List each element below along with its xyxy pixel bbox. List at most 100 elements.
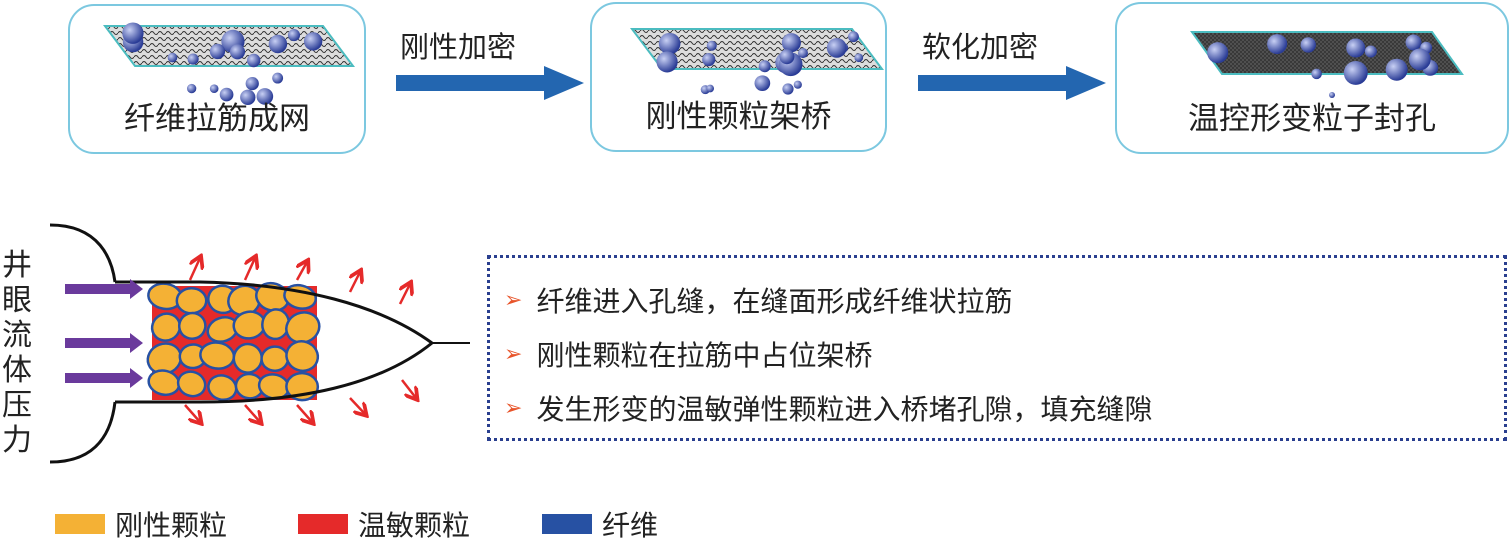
stress-arrow-icon <box>297 262 307 281</box>
bullet-text: 纤维进入孔缝，在缝面形成纤维状拉筋 <box>536 285 1013 318</box>
step-caption: 纤维拉筋成网 <box>124 101 310 137</box>
legend-swatch <box>542 514 592 534</box>
rigid-particle <box>150 312 182 342</box>
rigid-bridging-illustration <box>630 28 884 95</box>
stress-arrow-icon <box>350 272 360 293</box>
particle-sphere <box>209 43 226 60</box>
particle-sphere <box>854 53 864 63</box>
legend-label: 刚性颗粒 <box>115 509 228 542</box>
particle-sphere <box>209 84 219 94</box>
thermal-sealing-illustration <box>1190 31 1464 98</box>
legend-rigid: 刚性颗粒 <box>55 504 227 544</box>
particle-sphere <box>1364 45 1377 58</box>
particle-sphere <box>781 33 801 53</box>
particle-sphere <box>758 60 771 73</box>
pressure-arrow-icon <box>65 279 143 299</box>
stress-arrows <box>184 258 416 422</box>
pressure-arrow-icon <box>65 368 143 388</box>
fracture-plugging-diagram <box>49 223 470 464</box>
particle-sphere <box>754 75 771 92</box>
pressure-arrow-icon <box>65 333 143 353</box>
particle-sphere <box>797 48 808 59</box>
step-caption: 温控形变粒子封孔 <box>1188 101 1436 137</box>
legend-swatch <box>55 514 105 534</box>
rigid-particle <box>260 345 290 372</box>
step-box-rigid-bridging: 刚性颗粒架桥 <box>590 2 887 152</box>
particle-sphere <box>268 34 288 54</box>
particle-sphere <box>656 51 678 73</box>
particle-sphere <box>287 29 301 42</box>
particle-sphere <box>1346 38 1366 58</box>
particle-sphere <box>229 44 246 60</box>
legend-label: 纤维 <box>602 509 659 542</box>
particle-sphere <box>303 32 323 51</box>
particle-sphere <box>186 83 197 94</box>
particle-sphere <box>706 84 714 93</box>
arrow-bullet-icon: ➢ <box>504 395 523 421</box>
particle-sphere <box>1343 60 1368 85</box>
particle-sphere <box>779 49 795 65</box>
transition-label-rigid: 刚性加密 <box>400 30 517 64</box>
rigid-particle <box>207 374 238 402</box>
particle-sphere <box>1207 42 1229 64</box>
stress-arrow-icon <box>296 404 312 422</box>
fiber-mesh-illustration <box>103 22 355 106</box>
particle-sphere <box>245 76 259 91</box>
particle-sphere <box>826 38 847 58</box>
particle-sphere <box>782 83 794 95</box>
rigid-particle <box>175 287 208 315</box>
stress-arrow-icon <box>349 397 365 414</box>
particle-sphere <box>1267 34 1287 55</box>
particle-sphere <box>187 53 199 65</box>
stress-arrow-icon <box>401 379 416 398</box>
particle-sphere <box>706 40 717 51</box>
rigid-particle <box>285 340 320 373</box>
rigid-particle <box>285 311 321 344</box>
particle-pack <box>146 281 321 402</box>
particle-sphere <box>122 22 144 44</box>
particle-sphere <box>219 87 234 102</box>
legend-swatch <box>298 514 348 534</box>
step-box-thermal-sealing: 温控形变粒子封孔 <box>1115 2 1509 154</box>
particle-sphere <box>658 32 681 55</box>
particle-sphere <box>702 52 716 67</box>
legend-thermal: 温敏颗粒 <box>298 504 470 544</box>
fracture-outline <box>49 223 470 464</box>
bullet-item: ➢ 发生形变的温敏弹性颗粒进入桥堵孔隙，填充缝隙 <box>504 388 1152 428</box>
particle-sphere <box>247 53 261 68</box>
particle-sphere <box>1300 37 1316 53</box>
particle-sphere <box>1385 58 1408 81</box>
wellbore-pressure-label: 井眼流体压力 <box>2 248 32 458</box>
stress-arrow-icon <box>184 404 200 422</box>
rigid-particle <box>176 370 207 398</box>
mesh-plane <box>630 28 884 70</box>
bullet-item: ➢ 纤维进入孔缝，在缝面形成纤维状拉筋 <box>504 280 1012 320</box>
arrow-bullet-icon: ➢ <box>504 287 523 313</box>
transition-label-soft: 软化加密 <box>922 30 1039 64</box>
stress-arrow-icon <box>188 258 200 281</box>
particle-sphere <box>272 72 284 84</box>
particle-sphere <box>793 80 802 89</box>
stress-arrow-icon <box>243 258 255 281</box>
stress-arrow-icon <box>244 404 260 422</box>
stress-arrow-icon <box>400 284 410 305</box>
rigid-particle <box>177 311 207 340</box>
arrow-bullet-icon: ➢ <box>504 341 523 367</box>
particle-sphere <box>240 89 256 106</box>
step-caption: 刚性颗粒架桥 <box>645 99 832 135</box>
particle-sphere <box>848 31 859 43</box>
bullet-text: 刚性颗粒在拉筋中占位架桥 <box>536 339 873 372</box>
bullet-item: ➢ 刚性颗粒在拉筋中占位架桥 <box>504 334 872 374</box>
legend-fiber: 纤维 <box>542 504 658 544</box>
particle-sphere <box>256 88 274 105</box>
particle-sphere <box>1408 48 1431 71</box>
mechanism-panel: ➢ 纤维进入孔缝，在缝面形成纤维状拉筋 ➢ 刚性颗粒在拉筋中占位架桥 ➢ 发生形变的温… <box>487 255 1507 441</box>
bullet-text: 发生形变的温敏弹性颗粒进入桥堵孔隙，填充缝隙 <box>536 393 1153 426</box>
particle-sphere <box>1311 68 1322 80</box>
particle-sphere <box>1329 91 1335 98</box>
step-box-fiber-network: 纤维拉筋成网 <box>68 4 366 154</box>
arrow-right-icon <box>396 66 584 100</box>
arrow-right-icon <box>918 66 1106 100</box>
legend-label: 温敏颗粒 <box>358 509 471 542</box>
particle-sphere <box>1405 34 1422 51</box>
